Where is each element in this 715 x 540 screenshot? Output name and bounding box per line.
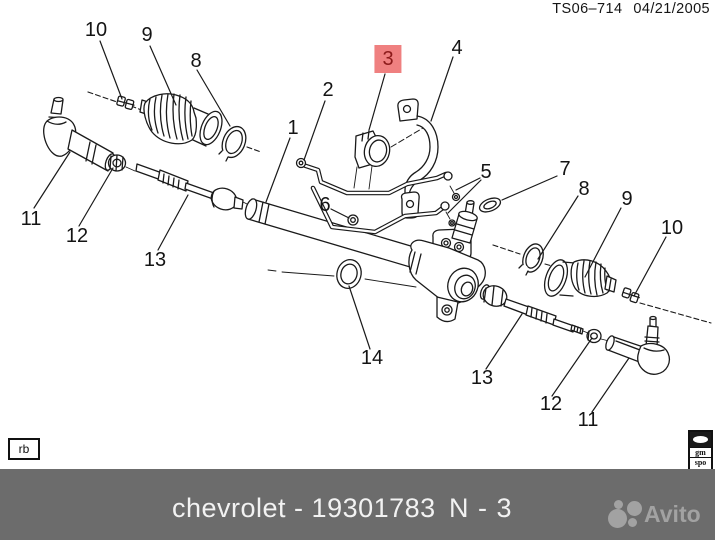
callout-1: 1 (287, 117, 299, 139)
corner-mark-rb-label: rb (18, 442, 30, 456)
corner-mark-rb: rb (8, 438, 40, 460)
doc-code: TS06–714 (552, 1, 623, 17)
pipe-bolt (347, 214, 359, 226)
callout-6: 6 (319, 194, 331, 216)
leader-lines (33, 40, 667, 413)
avito-wordmark: Avito (644, 501, 701, 527)
callout-12: 12 (539, 393, 563, 415)
bellows-boot-left (139, 93, 223, 147)
retaining-ring-right (518, 243, 544, 276)
callout-11: 11 (20, 208, 42, 230)
callout-13: 13 (470, 367, 494, 389)
callout-12: 12 (65, 225, 89, 247)
tie-rod-end-right (605, 315, 671, 375)
avito-watermark: Avito (606, 500, 706, 530)
callout-8: 8 (190, 50, 202, 72)
document-reference: TS06–714 04/21/2005 (552, 1, 710, 17)
inner-tie-rod-left (135, 163, 244, 211)
boot-clamp-left (116, 95, 135, 110)
callout-11: 11 (577, 409, 599, 431)
tie-rod-end-left (43, 96, 116, 172)
gm-oval-icon (690, 432, 711, 447)
avito-logo-icon (628, 518, 637, 527)
jam-nut-left (107, 154, 127, 172)
gear-housing (408, 200, 486, 323)
callout-8: 8 (578, 178, 590, 200)
gm-spo-line2: spo (690, 457, 711, 467)
part-caption: chevrolet - 19301783 (172, 493, 436, 523)
gm-spo-line1: gm (690, 447, 711, 457)
inner-tie-rod-right (479, 284, 584, 335)
doc-date: 04/21/2005 (633, 1, 710, 17)
o-ring (336, 259, 362, 289)
retaining-ring-left (218, 125, 247, 162)
callout-3: 3 (374, 45, 402, 73)
callout-9: 9 (141, 24, 153, 46)
callout-10: 10 (84, 19, 108, 41)
bellows-boot-right (543, 259, 617, 298)
jam-nut-right (586, 328, 602, 344)
avito-logo-icon (608, 509, 627, 528)
avito-logo-icon (614, 500, 623, 509)
callout-2: 2 (322, 79, 334, 101)
callout-10: 10 (660, 217, 684, 239)
pipe-bracket (397, 98, 439, 219)
callout-14: 14 (360, 347, 384, 369)
callout-13: 13 (143, 249, 167, 271)
pipe-bushing (353, 127, 424, 190)
boot-clamp-right (621, 287, 640, 304)
caption-bar: chevrolet - 19301783 N - 3 Avito (0, 469, 715, 540)
callout-5: 5 (480, 161, 492, 183)
callout-9: 9 (621, 188, 633, 210)
callout-4: 4 (451, 37, 463, 59)
callout-7: 7 (559, 158, 571, 180)
hydraulic-pipes (295, 157, 461, 235)
avito-logo-icon (627, 501, 642, 516)
page-reference: N - 3 (449, 493, 513, 523)
dust-cap (478, 197, 502, 213)
